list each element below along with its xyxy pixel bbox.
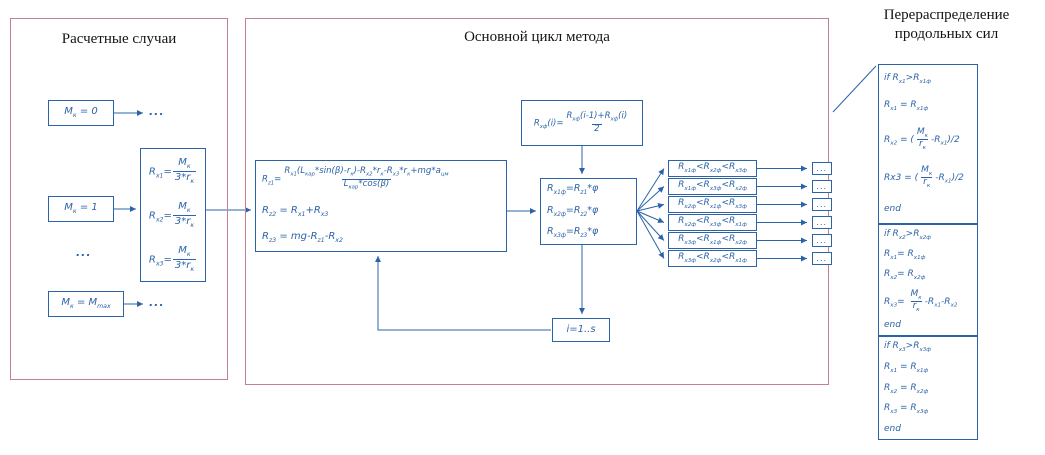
condition-label: Rх2ф<Rх1ф<Rх3ф (678, 198, 747, 211)
condition-label: Rх1ф<Rх2ф<Rх3ф (678, 162, 747, 175)
condition-label: Rх2ф<Rх3ф<Rх1ф (678, 216, 747, 229)
formula-line: Rх3 = Rх3ф (884, 403, 929, 416)
continuation-box-3: ... (812, 198, 832, 211)
case-box-mk-1: Mк = 1 (48, 196, 114, 222)
formula-line: Rх1ф=Rz1*φ (547, 182, 599, 196)
continuation-box-1: ... (812, 162, 832, 175)
formula-line: Rz1=Rх1(Lкар*sin(β)-rк)-Rх2*rк-Rх3*rк+mg… (262, 166, 449, 191)
formula-line: Rх1 = Rх1ф (884, 361, 929, 374)
ellipsis: ... (816, 253, 828, 263)
condition-box-1: Rх1ф<Rх2ф<Rх3ф (668, 160, 757, 177)
formula-line: Rх2ф=Rz2*φ (547, 204, 599, 218)
ellipsis: ... (76, 246, 92, 259)
formula-line: Rх3ф=Rz3*φ (547, 226, 599, 240)
condition-box-2: Rх1ф<Rх3ф<Rх2ф (668, 178, 757, 195)
friction-forces-box: Rх1ф=Rz1*φ Rх2ф=Rz2*φ Rх3ф=Rz3*φ (540, 178, 637, 245)
condition-box-3: Rх2ф<Rх1ф<Rх3ф (668, 196, 757, 213)
formula-line: Rх2 = Rх2ф (884, 382, 929, 395)
right-title-line-2: продольных сил (894, 25, 999, 42)
ellipsis: ... (149, 105, 165, 118)
averaging-formula-box: Rхф(i)=Rхф(i-1)+Rхф(i)2 (521, 100, 643, 146)
formula-line: Rх1 = Rх1ф (884, 100, 929, 113)
ellipsis: ... (816, 181, 828, 191)
system-equations-box: Rz1=Rх1(Lкар*sin(β)-rк)-Rх2*rк-Rх3*rк+mg… (255, 160, 507, 252)
continuation-box-4: ... (812, 216, 832, 229)
formula-line: end (884, 204, 901, 215)
formula-line: Rх2= Rх2ф (884, 269, 926, 282)
condition-box-6: Rх3ф<Rх2ф<Rх1ф (668, 250, 757, 267)
formula-line: if Rх3>Rх3ф (884, 341, 932, 353)
ellipsis: ... (816, 217, 828, 227)
left-panel-title: Расчетные случаи (61, 31, 177, 47)
case-label: Mк = Mmax (61, 297, 111, 311)
condition-box-4: Rх2ф<Rх3ф<Rх1ф (668, 214, 757, 231)
condition-box-5: Rх3ф<Rх1ф<Rх2ф (668, 232, 757, 249)
case-box-mk-0: Mк = 0 (48, 100, 114, 126)
ellipsis: ... (816, 199, 828, 209)
formula-line: if Rх2>Rх2ф (884, 228, 932, 241)
iterator-box: i=1..s (552, 318, 610, 342)
ellipsis: ... (149, 296, 165, 309)
formula-line: Rх1= Rх1ф (884, 249, 926, 261)
formula-line: Rz3 = mg-Rz1-Rх2 (262, 231, 343, 245)
panel-calculation-cases (10, 18, 228, 380)
formula-line: Rхф(i)=Rхф(i-1)+Rхф(i)2 (533, 111, 628, 134)
continuation-box-6: ... (812, 252, 832, 265)
formula-line: end (884, 424, 901, 435)
right-title-line-1: Перераспределение (883, 7, 1010, 23)
condition-label: Rх3ф<Rх1ф<Rх2ф (678, 234, 747, 247)
formula-line: end (884, 320, 901, 331)
ellipsis: ... (816, 163, 828, 173)
redistribution-block-3: if Rх3>Rх3ф Rх1 = Rх1ф Rх2 = Rх2ф Rх3 = … (878, 336, 978, 440)
case-box-mk-max: Mк = Mmax (48, 291, 124, 317)
right-panel-title: Перераспределение продольных сил (848, 6, 1045, 44)
condition-label: Rх3ф<Rх2ф<Rх1ф (678, 252, 747, 265)
formula-line: if Rх1>Rх1ф (884, 72, 932, 85)
condition-label: Rх1ф<Rх3ф<Rх2ф (678, 180, 747, 193)
formula-line: Rz2 = Rх1+Rх3 (262, 204, 329, 218)
middle-panel-title: Основной цикл метода (464, 29, 610, 45)
ellipsis: ... (816, 235, 828, 245)
continuation-box-2: ... (812, 180, 832, 193)
continuation-box-5: ... (812, 234, 832, 247)
case-label: Mк = 1 (64, 202, 98, 216)
case-label: Mк = 0 (64, 106, 98, 120)
iterator-label: i=1..s (566, 324, 596, 335)
